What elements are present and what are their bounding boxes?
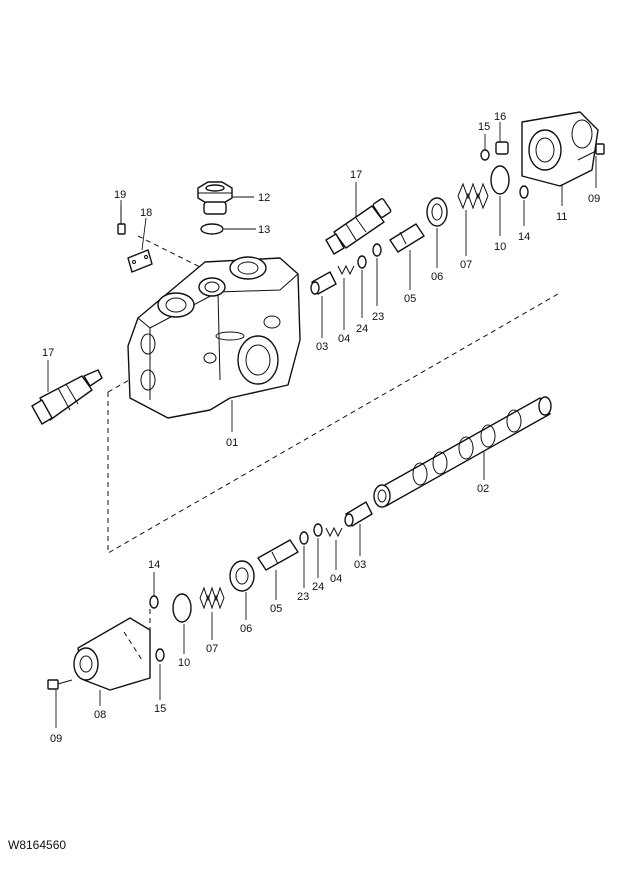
label-24-lower: 24 [312,581,324,593]
part-07-spring-upper [457,182,489,210]
label-15-upper: 15 [478,121,490,133]
part-10-o-ring-lower [172,593,192,623]
label-04-upper: 04 [338,333,350,345]
label-14-upper: 14 [518,231,530,243]
part-11-cover-upper [521,111,599,187]
part-04-spring-lower [325,526,343,538]
label-15-lower: 15 [154,703,166,715]
label-23-upper: 23 [372,311,384,323]
part-23-ring-lower [299,531,309,545]
part-19-bolt [117,206,126,235]
label-06-lower: 06 [240,623,252,635]
part-10-o-ring-upper [490,165,510,195]
label-05-lower: 05 [270,603,282,615]
label-14-lower: 14 [148,559,160,571]
part-15-ring-lower [155,648,165,662]
part-16-plug-upper [495,141,509,155]
part-07-spring-lower [199,586,225,610]
label-01: 01 [226,437,238,449]
label-06-upper: 06 [431,271,443,283]
label-09-upper: 09 [588,193,600,205]
label-17-top: 17 [350,169,362,181]
part-18-plate [127,249,153,273]
part-04-spring-upper [337,264,355,276]
label-02: 02 [477,483,489,495]
label-18: 18 [140,207,152,219]
part-24-ring-lower [313,523,323,537]
label-05-upper: 05 [404,293,416,305]
part-15-ring-upper [480,149,490,161]
part-17-relief-valve-left [31,369,103,425]
label-12: 12 [258,192,270,204]
part-09-bolt-upper [577,143,605,161]
label-19: 19 [114,189,126,201]
label-07-upper: 07 [460,259,472,271]
label-09-lower: 09 [50,733,62,745]
part-09-bolt-lower [47,679,73,690]
label-08: 08 [94,709,106,721]
leader-lines [47,122,597,728]
drawing-code: W8164560 [8,838,67,852]
part-03-poppet-upper [310,271,337,295]
part-02-spool [373,396,552,508]
part-12-plug [197,181,233,215]
part-01-valve-housing [127,256,301,419]
part-06-sleeve-upper [426,197,448,227]
part-17-relief-valve-top [325,198,392,255]
label-10-upper: 10 [494,241,506,253]
label-07-lower: 07 [206,643,218,655]
part-13-o-ring [200,223,224,235]
part-08-cover-lower [73,617,151,691]
part-labels: 01 02 03 03 04 04 05 05 06 06 07 07 08 0… [42,111,600,745]
label-04-lower: 04 [330,573,342,585]
part-06-sleeve-lower [229,560,255,592]
part-03-poppet-lower [344,501,373,527]
label-03-lower: 03 [354,559,366,571]
label-10-lower: 10 [178,657,190,669]
label-13: 13 [258,224,270,236]
label-16: 16 [494,111,506,123]
part-14-ring-upper [519,185,529,199]
part-14-ring-lower [149,595,159,609]
label-11: 11 [556,211,567,223]
label-24-upper: 24 [356,323,368,335]
part-23-ring-upper [372,243,382,257]
label-23-lower: 23 [297,591,309,603]
label-17-left: 17 [42,347,54,359]
part-24-ring-upper [357,255,367,269]
part-05-piston-lower [257,539,299,571]
part-05-piston-upper [389,223,425,253]
label-03-upper: 03 [316,341,328,353]
